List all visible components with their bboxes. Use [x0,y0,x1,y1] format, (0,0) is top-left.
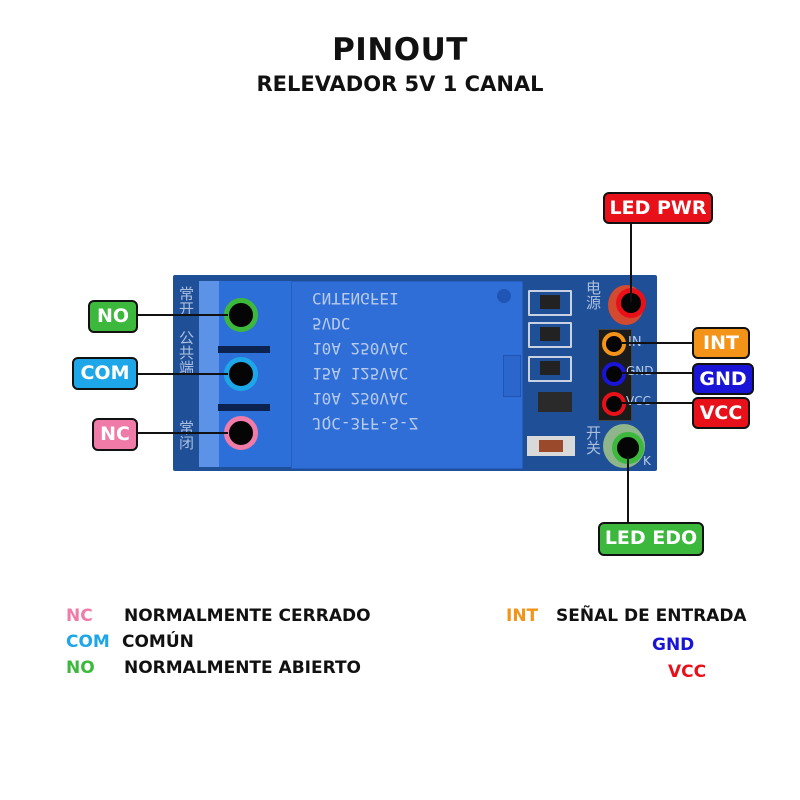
led-pwr-connector-line [630,222,632,302]
legend-code-nc: NC [66,606,93,626]
smd-resistor [528,322,572,348]
relay-marking: JQC-3FF-S-Z [312,414,418,433]
int-pin [602,332,626,356]
legend-desc-int: SEÑAL DE ENTRADA [556,606,747,626]
silkscreen-nc: 常闭 [177,420,195,450]
legend-desc-nc: NORMALMENTE CERRADO [124,606,371,626]
gnd-connector-line [622,372,694,374]
nc-label: NC [92,418,138,451]
smd-resistor [528,290,572,316]
transistor [538,392,572,412]
legend-code-int: INT [506,606,539,626]
vcc-connector-line [622,402,694,404]
com-terminal-pin [224,357,258,391]
com-connector-line [136,373,228,375]
legend-code-gnd: GND [652,635,695,655]
gnd-pin [602,362,626,386]
silkscreen-power: 电源 [584,280,602,310]
silkscreen-k: K [643,454,651,468]
nc-terminal-pin [224,416,258,450]
page-title: PINOUT [332,32,468,68]
silkscreen-switch: 开关 [584,425,602,455]
no-connector-line [136,314,228,316]
nc-connector-line [136,432,228,434]
relay-marking: 5VDC [312,314,351,333]
silkscreen-no: 常开 [177,286,195,316]
led-edo-connector-line [627,456,629,524]
led-edo-label: LED EDO [598,522,704,556]
legend-code-vcc: VCC [668,662,707,682]
relay-marking: 10A 250VAC [312,339,409,358]
relay-component [291,281,523,469]
gnd-label: GND [692,363,754,395]
terminal-separator [218,404,270,411]
int-label: INT [692,327,750,359]
legend-code-no: NO [66,658,95,678]
relay-marking: 10A 250VAC [312,389,409,408]
relay-markings: JQC-3FF-S-Z 10A 250VAC 15A 125VAC 10A 25… [312,286,502,436]
vcc-pin [602,392,626,416]
relay-marker-dot [497,289,511,303]
int-connector-line [622,342,694,344]
smd-resistor [528,356,572,382]
no-terminal-pin [224,298,258,332]
relay-marking: CNTENGFEI [312,289,399,308]
silkscreen-vcc: VCC [626,394,651,408]
legend-code-com: COM [66,632,110,652]
terminal-separator [218,346,270,353]
vcc-label: VCC [692,397,750,429]
relay-tab [503,355,521,397]
no-label: NO [88,300,138,333]
silkscreen-com: 公共端 [177,330,195,375]
page-subtitle: RELEVADOR 5V 1 CANAL [256,72,544,96]
diode [527,436,575,456]
silkscreen-gnd: GND [626,364,654,378]
led-pwr-label: LED PWR [603,192,713,224]
legend-desc-com: COMÚN [122,632,194,652]
relay-marking: 15A 125VAC [312,364,409,383]
com-label: COM [72,357,138,390]
legend-desc-no: NORMALMENTE ABIERTO [124,658,361,678]
